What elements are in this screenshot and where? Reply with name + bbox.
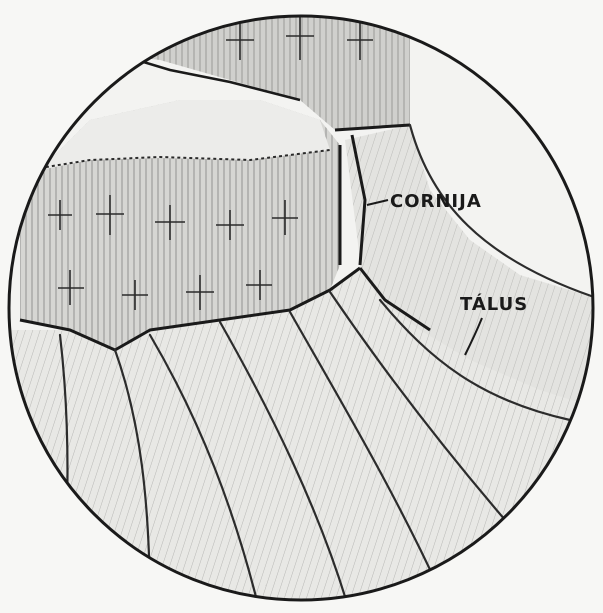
cornija-label: CORNIJA xyxy=(390,191,482,212)
talus-label: TÁLUS xyxy=(460,293,528,315)
